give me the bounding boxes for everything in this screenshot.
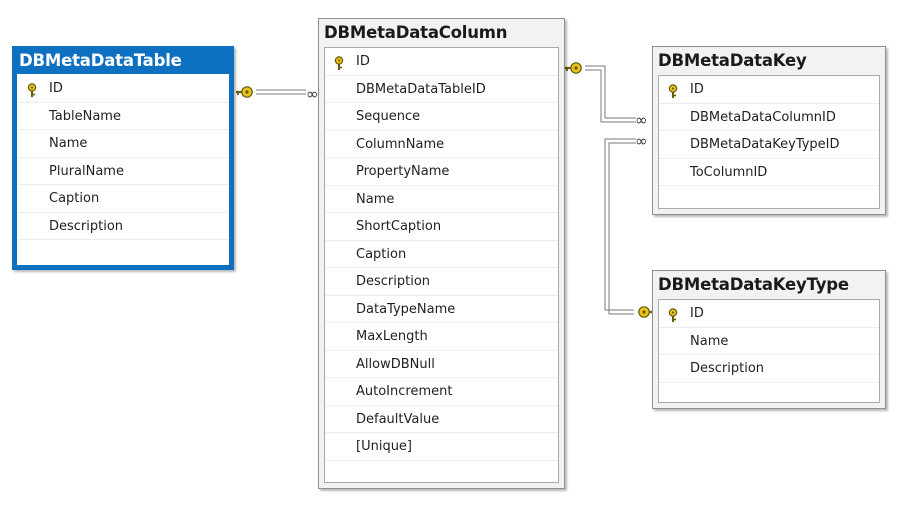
column-name: AutoIncrement [356,384,453,399]
column-row[interactable]: Name [659,328,879,355]
column-name: Description [49,218,124,234]
column-name: ID [356,54,370,69]
column-row[interactable]: MaxLength [325,323,558,351]
table-title[interactable]: DBMetaDataKey [658,51,807,70]
column-row[interactable]: Description [325,268,558,296]
column-name: DefaultValue [356,411,440,427]
table-dbmetadatakey[interactable]: DBMetaDataKey ID DBMetaDataColumnID DBMe… [652,46,886,215]
column-name: Caption [356,246,407,262]
column-row[interactable]: DBMetaDataColumnID [659,104,879,131]
column-row[interactable]: ColumnName [325,131,558,158]
table-dbmetadatatable[interactable]: DBMetaDataTable ID TableName Name Plural… [12,46,234,270]
relationship-table-column[interactable]: ∞ [236,85,319,103]
column-name: [Unique] [356,439,412,454]
column-row[interactable]: DataTypeName [325,296,558,323]
column-name: Name [356,191,395,207]
table-title[interactable]: DBMetaDataKeyType [658,275,849,294]
relationship-keytype-key[interactable]: ∞ [604,132,655,318]
column-name: Caption [49,191,100,206]
column-row[interactable]: Name [18,130,228,158]
table-dbmetadatacolumn[interactable]: DBMetaDataColumn ID DBMetaDataTableID Se… [318,18,565,489]
column-row[interactable]: PluralName [18,158,228,185]
key-icon [565,62,582,74]
primary-key-icon [26,81,38,97]
infinity-icon: ∞ [306,85,319,103]
column-row[interactable]: ToColumnID [659,159,879,186]
column-name: Description [356,274,431,289]
table-title[interactable]: DBMetaDataColumn [324,23,508,42]
column-name: Name [49,136,88,151]
column-name: DBMetaDataColumnID [690,109,836,125]
column-row-id[interactable]: ID [659,300,879,328]
column-row[interactable]: Caption [325,241,558,268]
column-name: ColumnName [356,136,445,152]
column-list: ID DBMetaDataColumnID DBMetaDataKeyTypeI… [658,75,880,209]
column-name: DataTypeName [356,301,456,317]
column-row[interactable]: Description [659,355,879,383]
column-name: Name [690,333,729,349]
column-name: ShortCaption [356,219,442,234]
column-list: ID DBMetaDataTableID Sequence ColumnName… [324,47,559,483]
column-row[interactable]: DBMetaDataKeyTypeID [659,131,879,159]
column-row[interactable]: AutoIncrement [325,378,558,406]
column-row-id[interactable]: ID [18,75,228,103]
table-dbmetadatakeytype[interactable]: DBMetaDataKeyType ID Name Description [652,270,886,409]
table-title[interactable]: DBMetaDataTable [19,51,182,70]
column-row[interactable]: [Unique] [325,433,558,461]
column-row[interactable]: DBMetaDataTableID [325,76,558,103]
column-name: Sequence [356,109,421,124]
column-list: ID TableName Name PluralName Caption Des… [17,74,229,265]
column-row[interactable]: Name [325,186,558,213]
column-name: DBMetaDataTableID [356,81,486,97]
primary-key-icon [333,54,345,70]
column-name: ID [690,306,704,321]
column-row[interactable]: Caption [18,185,228,213]
primary-key-icon [667,306,679,322]
column-name: ID [49,81,63,96]
column-name: TableName [49,108,121,124]
column-row[interactable]: DefaultValue [325,406,558,433]
column-name: MaxLength [356,329,428,344]
column-row-id[interactable]: ID [659,76,879,104]
infinity-icon: ∞ [635,132,648,150]
column-name: ToColumnID [690,164,768,180]
column-name: Description [690,361,765,376]
infinity-icon: ∞ [635,111,648,129]
column-row[interactable]: Sequence [325,103,558,131]
relationship-column-key[interactable]: ∞ [565,62,648,129]
column-name: PluralName [49,163,124,179]
primary-key-icon [667,82,679,98]
column-row[interactable]: AllowDBNull [325,351,558,378]
column-row[interactable]: ShortCaption [325,213,558,241]
column-row[interactable]: TableName [18,103,228,130]
column-list: ID Name Description [658,299,880,403]
column-row-id[interactable]: ID [325,48,558,76]
key-icon [236,86,253,98]
column-name: AllowDBNull [356,356,435,372]
column-name: ID [690,82,704,97]
column-row[interactable]: Description [18,213,228,240]
column-name: DBMetaDataKeyTypeID [690,137,840,152]
column-name: PropertyName [356,164,450,179]
column-row[interactable]: PropertyName [325,158,558,186]
